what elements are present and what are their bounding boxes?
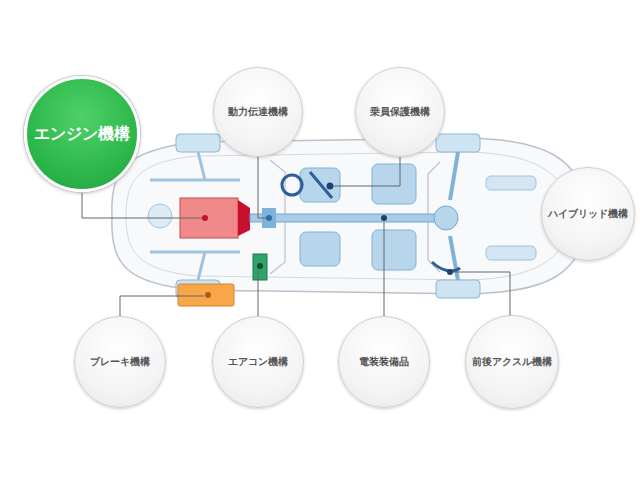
category-circle: エンジン機構 — [24, 76, 140, 192]
category-label: 電装装備品 — [359, 355, 409, 369]
category-label: 乗員保護機構 — [370, 105, 430, 119]
leader-power — [258, 156, 266, 218]
leader-brake — [120, 296, 204, 316]
leader-occupant — [334, 156, 400, 186]
category-label: ブレーキ機構 — [90, 355, 150, 369]
rear-right-wheel — [436, 280, 480, 298]
category-circle: 動力伝達機構 — [213, 67, 303, 157]
transmission-dot — [266, 215, 272, 221]
brake-dot — [205, 292, 211, 298]
category-label: 前後アクスル機構 — [472, 355, 552, 369]
engine-transmission — [238, 200, 250, 236]
leader-aircon — [258, 270, 259, 316]
rear-seat-left — [372, 164, 416, 204]
car-body — [112, 138, 588, 294]
front-seat-left — [300, 168, 340, 202]
car-inner-outline — [126, 152, 572, 280]
front-seat-right — [300, 232, 340, 266]
category-circle: ブレーキ機構 — [74, 316, 166, 408]
rear-seat-right — [372, 230, 416, 270]
category-label: 動力伝達機構 — [228, 105, 288, 119]
category-circle: 前後アクスル機構 — [465, 315, 559, 409]
leader-axle — [452, 272, 510, 316]
category-label: エンジン機構 — [34, 124, 130, 145]
front-left-wheel — [176, 134, 220, 152]
leader-engine — [82, 190, 202, 218]
brake-part — [178, 284, 234, 306]
steering-wheel — [282, 175, 302, 195]
category-label: エアコン機構 — [228, 355, 288, 369]
muffler-left — [486, 176, 536, 190]
leader-electrical — [384, 222, 385, 316]
muffler-right — [486, 246, 536, 260]
airbag-dot — [327, 183, 334, 190]
category-label: ハイブリッド機構 — [548, 207, 628, 221]
drive-shaft — [250, 214, 436, 222]
electrical-dot — [381, 215, 387, 221]
aircon-unit — [253, 254, 267, 280]
axle-dot — [447, 269, 453, 275]
aircon-dot — [257, 263, 263, 269]
rear-differential — [434, 206, 458, 230]
leader-lines — [82, 156, 510, 316]
rear-axle-part — [432, 262, 460, 271]
category-circle: 電装装備品 — [338, 316, 430, 408]
radiator-fan — [148, 204, 172, 228]
engine-dot — [202, 215, 208, 221]
category-circle: ハイブリッド機構 — [541, 167, 635, 261]
category-circle: エアコン機構 — [212, 316, 304, 408]
category-circle: 乗員保護機構 — [355, 67, 445, 157]
rear-left-wheel — [436, 134, 480, 152]
